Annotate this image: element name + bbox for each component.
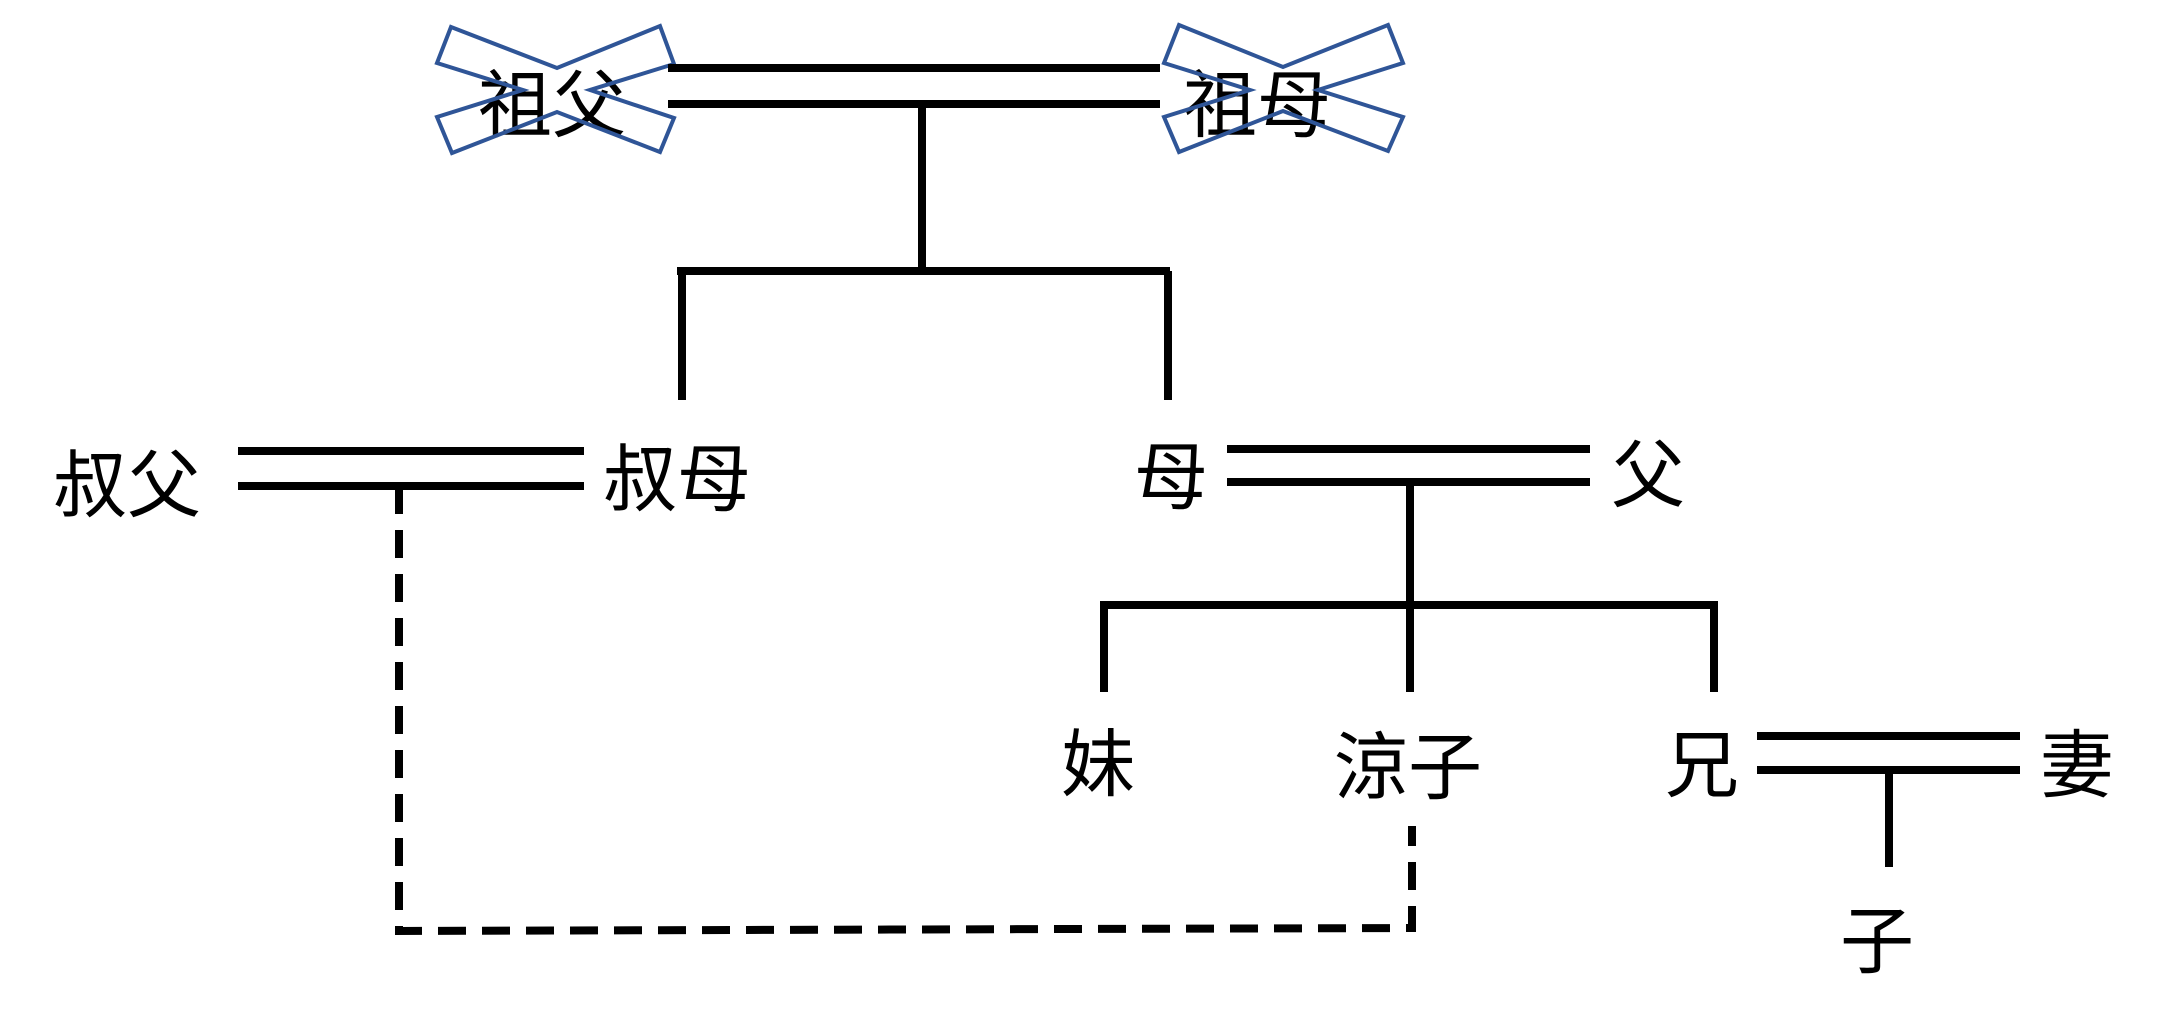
child-label: 子 bbox=[1840, 899, 1914, 985]
grandfather-cross-icon bbox=[434, 23, 677, 156]
uncle-aunt-to-ryoko-dashed-relation bbox=[395, 486, 1416, 936]
aunt-label: 叔母 bbox=[603, 437, 751, 523]
younger-sister-label: 妹 bbox=[1061, 722, 1135, 808]
wife-label: 妻 bbox=[2040, 723, 2114, 809]
mother-label: 母 bbox=[1134, 435, 1208, 521]
ryoko-label: 涼子 bbox=[1334, 725, 1482, 811]
uncle-label: 叔父 bbox=[53, 443, 201, 529]
grandmother-cross-icon bbox=[1161, 22, 1406, 155]
father-label: 父 bbox=[1611, 433, 1685, 519]
older-brother-label: 兄 bbox=[1665, 723, 1739, 809]
